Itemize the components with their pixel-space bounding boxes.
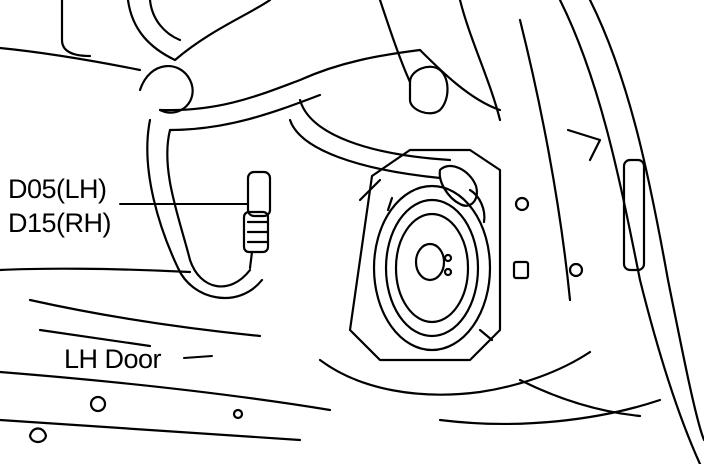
door-lower-curve-a — [318, 350, 592, 396]
connector-label-rh: D15(RH) — [8, 208, 112, 238]
speaker-inner-rim — [384, 198, 480, 338]
door-panel-edge-left — [0, 267, 192, 274]
speaker-wire-c — [418, 48, 502, 112]
harness-loop — [138, 65, 194, 114]
bolt-right-1 — [514, 196, 530, 212]
harness-top-2 — [148, 0, 182, 42]
clip-lower-left — [28, 427, 48, 444]
speaker-outer-rim — [372, 184, 492, 352]
door-lower-curve-b — [438, 398, 662, 426]
door-frame-inner — [518, 18, 572, 302]
speaker-wire-b — [298, 98, 452, 162]
speaker-mount-tab-bottom — [478, 328, 494, 342]
door-label: LH Door — [64, 344, 162, 374]
door-lower-curve-c — [518, 378, 642, 418]
access-panel-edge — [378, 0, 412, 84]
clip-right — [512, 260, 530, 280]
connector-body-upper — [246, 170, 272, 218]
door-bottom-line — [0, 370, 332, 412]
bolt-lower-mid — [232, 408, 244, 420]
door-bottom-line-2 — [0, 418, 302, 442]
connector-tail — [248, 250, 254, 270]
door-panel-outline — [0, 46, 142, 72]
speaker-terminal-a — [443, 253, 453, 263]
speaker-mount-tab-top — [386, 196, 394, 212]
speaker-wire-a — [288, 118, 442, 180]
door-lower-ledge — [28, 298, 262, 338]
door-leader-line — [183, 355, 213, 359]
speaker-cone — [394, 212, 470, 324]
access-panel-edge-2 — [458, 0, 502, 122]
speaker-terminal-b — [443, 267, 453, 277]
harness-down-a — [166, 128, 252, 288]
bolt-lower-left — [89, 395, 107, 413]
door-frame-b — [588, 0, 704, 442]
speaker-plug — [438, 164, 478, 207]
door-lower-ledge-2 — [38, 328, 152, 348]
speaker-bracket — [348, 148, 502, 362]
access-hole-upper — [408, 65, 449, 115]
harness-main-b — [168, 93, 322, 132]
door-frame-bracket — [566, 128, 602, 162]
speaker-plug-lead — [468, 188, 486, 224]
door-panel-top — [60, 0, 92, 58]
harness-down-b — [146, 118, 264, 299]
bolt-right-2 — [568, 262, 584, 278]
connector-ridges — [246, 220, 270, 244]
door-frame-strip — [622, 158, 646, 272]
harness-top — [126, 0, 272, 62]
speaker-dust-cap — [414, 242, 446, 282]
connector-label-lh: D05(LH) — [8, 174, 107, 204]
harness-main-a — [158, 48, 422, 112]
door-frame-a — [558, 0, 702, 464]
speaker-bracket-inner — [358, 178, 382, 202]
